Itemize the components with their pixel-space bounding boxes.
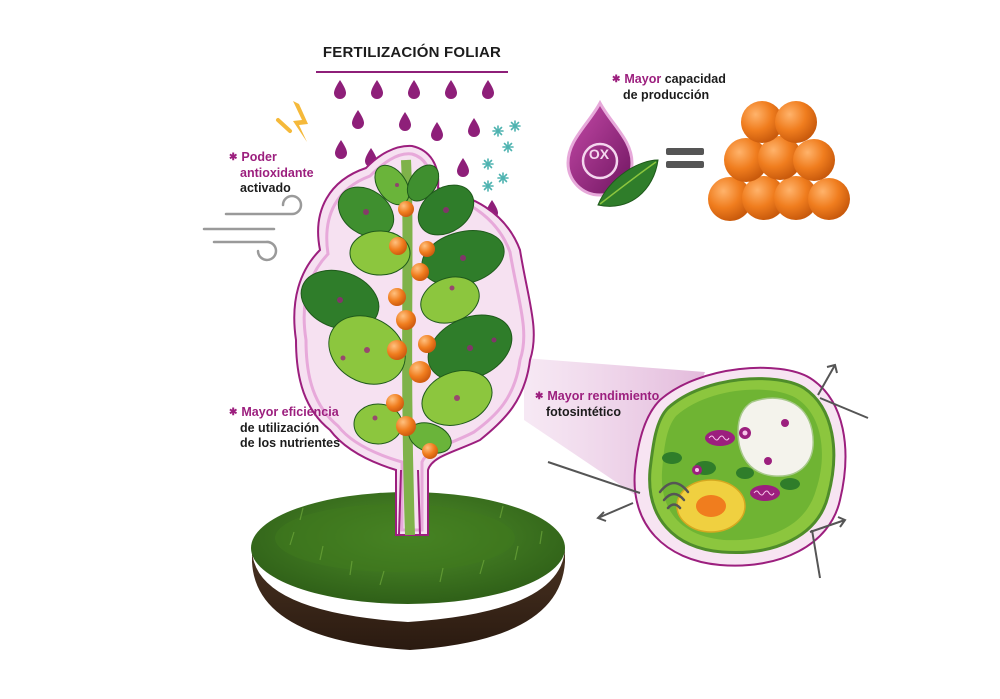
snowflake-icon: [497, 172, 509, 184]
lightning-icon: [276, 118, 292, 133]
orange: [758, 136, 802, 180]
arrow-icon: [596, 502, 634, 522]
golgi: [658, 481, 690, 510]
fruit: [419, 241, 435, 257]
arrow-icon: [819, 397, 869, 419]
star-bullet-icon: ✱: [229, 152, 238, 163]
label-production-capacity: ✱Mayor capacidad de producción: [612, 72, 726, 102]
chloroplast: [780, 478, 800, 490]
page-title: FERTILIZACIÓN FOLIAR: [322, 44, 502, 61]
snowflake-icon: [482, 180, 494, 192]
droplet-icon: [457, 158, 469, 177]
nutrient-particles: [692, 419, 789, 475]
label-photosynthetic-yield: ✱Mayor rendimiento fotosintético: [535, 389, 660, 419]
orange: [775, 101, 817, 143]
fruit: [422, 443, 438, 459]
orange: [724, 138, 768, 182]
fruit: [409, 361, 431, 383]
snowflake-icon: [482, 158, 494, 170]
arrow-icon: [817, 363, 838, 396]
cell-arrows: [547, 363, 869, 579]
arrow-icon: [811, 529, 821, 579]
label-antioxidant: ✱Poder antioxidante activado: [229, 150, 314, 195]
orange: [708, 177, 752, 221]
label-nutrient-efficiency: ✱Mayor eficiencia de utilización de los …: [229, 405, 341, 450]
fruit: [396, 416, 416, 436]
fruit: [418, 335, 436, 353]
droplet-icon: [482, 80, 494, 99]
orange: [808, 178, 850, 220]
orange: [742, 176, 786, 220]
fruit: [398, 201, 414, 217]
equals-icon: [666, 148, 704, 168]
fruit: [389, 237, 407, 255]
orange: [741, 101, 783, 143]
droplet-icon: [334, 80, 346, 99]
chloroplast: [736, 467, 754, 479]
star-bullet-icon: ✱: [229, 407, 238, 418]
ox-droplet-icon: [566, 99, 634, 197]
lightning-icon: [293, 101, 308, 142]
fruit: [386, 394, 404, 412]
droplet-icon: [352, 110, 364, 129]
orange-pyramid: [708, 101, 850, 221]
arrow-icon: [809, 516, 847, 533]
leaf: [406, 164, 440, 202]
droplet-icon: [445, 80, 457, 99]
grass-soil-disc: [251, 492, 565, 650]
droplet-icon: [371, 80, 383, 99]
droplet-icon: [431, 122, 443, 141]
snowflake-cluster: [482, 120, 521, 192]
snowflake-icon: [492, 125, 504, 137]
orange: [774, 176, 818, 220]
droplet-icon: [399, 112, 411, 131]
vacuole: [737, 397, 814, 477]
plant-cell: [633, 366, 847, 567]
fruit: [411, 263, 429, 281]
plant-fruits: [386, 201, 438, 459]
snowflake-icon: [502, 141, 514, 153]
star-bullet-icon: ✱: [612, 74, 621, 85]
orange: [793, 139, 835, 181]
snowflake-icon: [509, 120, 521, 132]
ox-symbol: OX: [588, 146, 610, 162]
fruit: [396, 310, 416, 330]
mitochondrion: [705, 430, 735, 446]
mitochondrion: [750, 485, 780, 501]
arrow-icon: [547, 461, 641, 494]
fruit: [387, 340, 407, 360]
droplet-icon: [408, 80, 420, 99]
droplet-icon: [468, 118, 480, 137]
droplet-icon: [335, 140, 347, 159]
star-bullet-icon: ✱: [535, 391, 544, 402]
leaf-spots: [337, 183, 497, 421]
wind-icon: [202, 194, 303, 262]
fruit: [388, 288, 406, 306]
chloroplast: [662, 452, 682, 464]
